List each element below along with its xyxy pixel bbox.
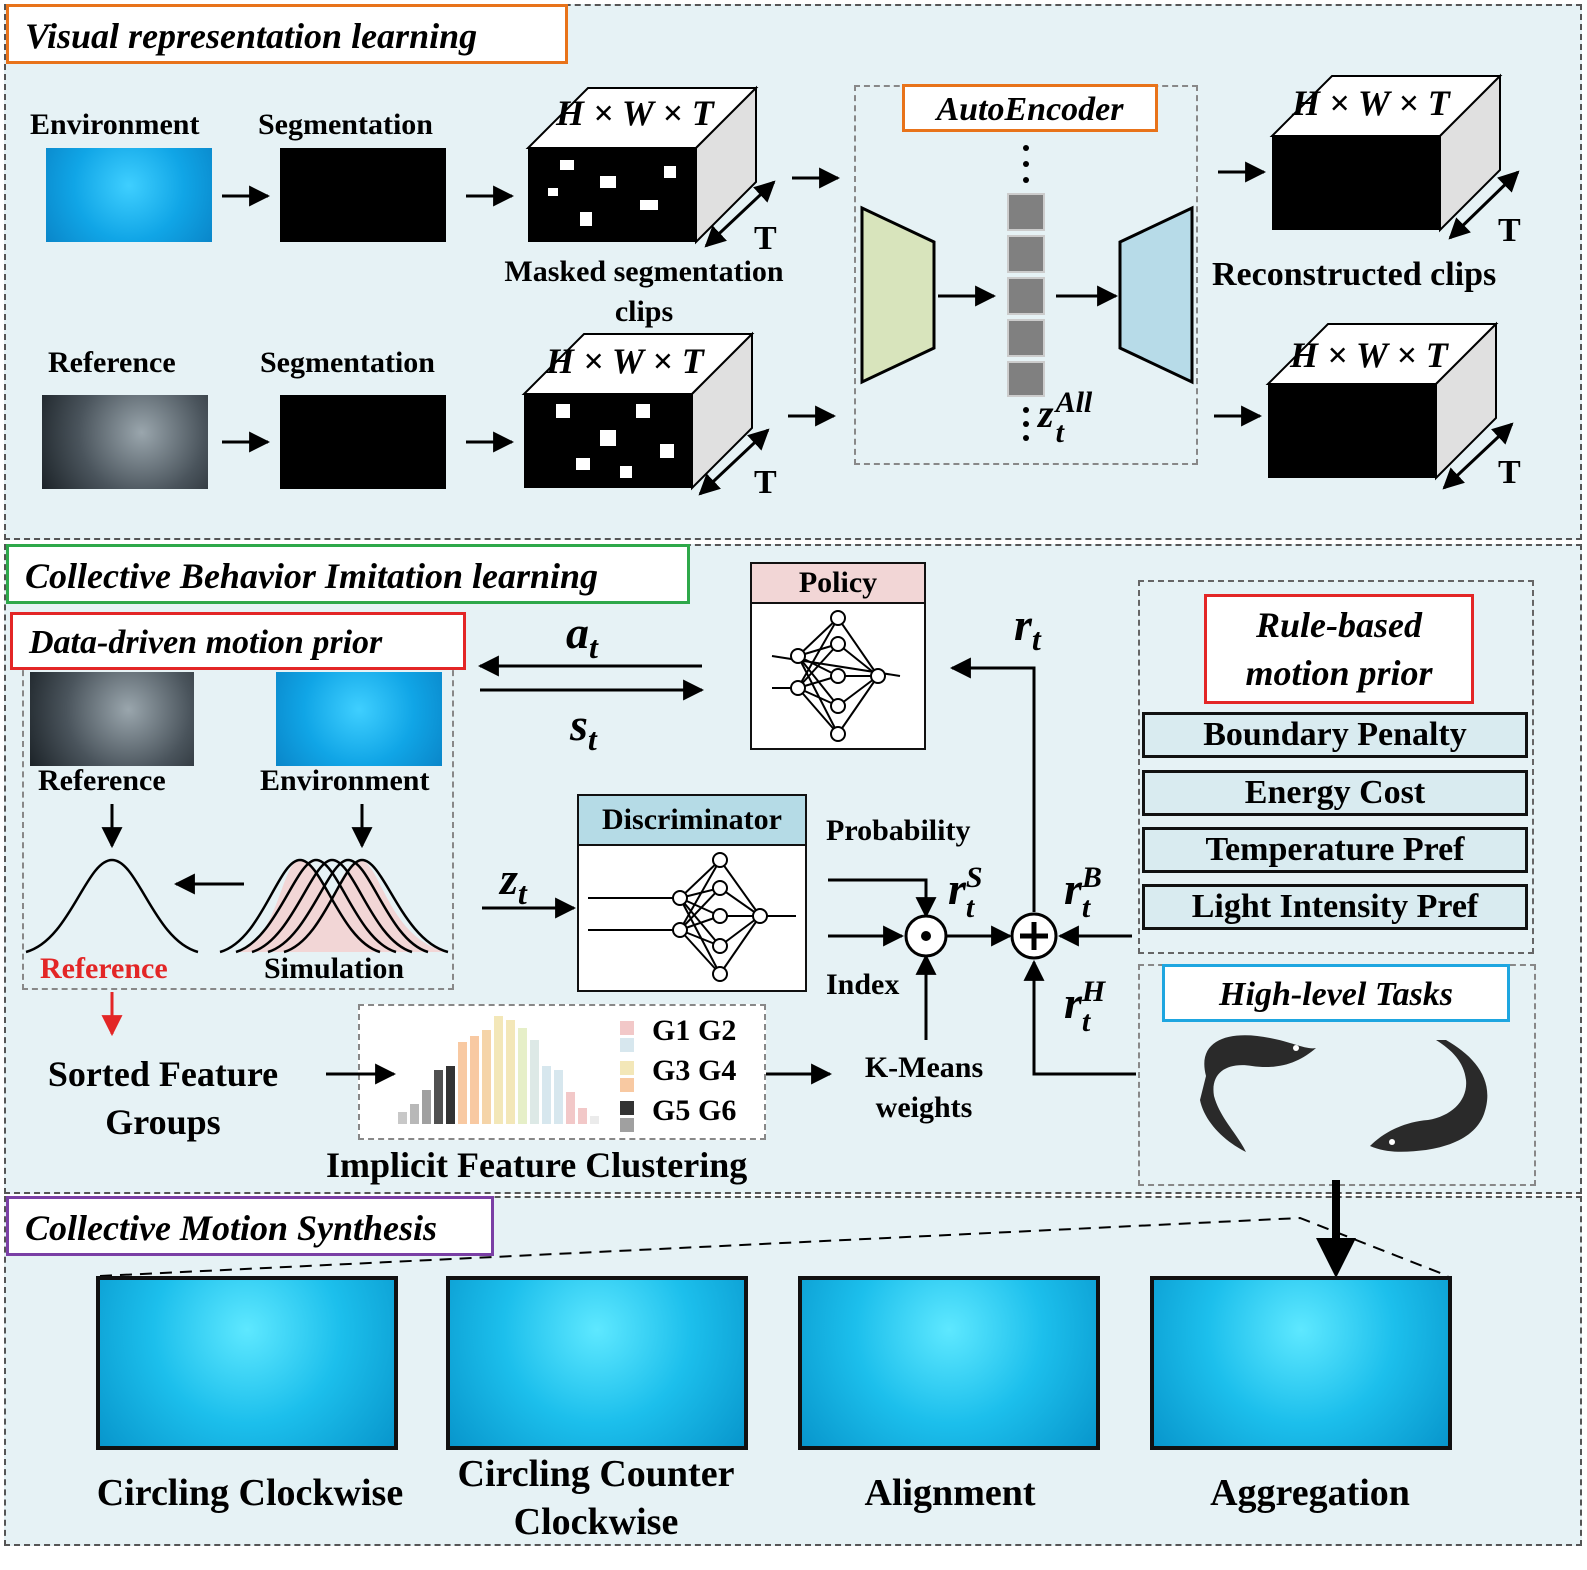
latent-vector: [1007, 145, 1045, 441]
imitation-graphics: [25, 610, 1488, 1152]
cluster-histogram: [398, 1016, 599, 1124]
legend-g3: G3: [652, 1054, 691, 1087]
state-label: st: [570, 699, 597, 758]
fish-icon: [1370, 1040, 1488, 1152]
dims-recon-top: H × W × T: [1292, 83, 1450, 123]
t-label-4: T: [1498, 454, 1521, 491]
imitation-title: Collective Behavior Imitation learning: [6, 544, 690, 604]
dims-masked-bottom: H × W × T: [546, 341, 704, 381]
dims-recon-bottom: H × W × T: [1290, 335, 1448, 375]
reference-label: Reference: [48, 346, 176, 379]
masked-clip-cube-top: [525, 85, 776, 248]
synthesis-label-circling-clockwise: Circling Clockwise: [96, 1472, 404, 1514]
legend-g2: G2: [698, 1014, 737, 1047]
rule-prior-title: Rule-based motion prior: [1204, 594, 1474, 704]
synthesis-label-aggregation: Aggregation: [1210, 1472, 1410, 1514]
index-label: Index: [826, 968, 900, 1001]
action-label: at: [566, 607, 598, 666]
segmentation-label-bottom: Segmentation: [260, 346, 435, 379]
synthesis-label-circling-counter-clockwise: Circling Counter Clockwise: [457, 1453, 735, 1543]
segmentation-label-top: Segmentation: [258, 108, 433, 141]
clustering-label: Implicit Feature Clustering: [326, 1145, 748, 1185]
kmeans-label: K-Means weights: [864, 1051, 984, 1124]
z-label: zt: [500, 853, 527, 912]
synthesis-title: Collective Motion Synthesis: [6, 1196, 494, 1256]
dist-reference-label: Reference: [40, 952, 168, 985]
sorted-groups-label: Sorted Feature Groups: [47, 1054, 279, 1142]
reference-image: [42, 395, 208, 489]
fish-icon: [1200, 1035, 1316, 1152]
rule-boundary-penalty: Boundary Penalty: [1142, 712, 1528, 758]
environment-label: Environment: [30, 108, 200, 141]
distribution-curves: [25, 858, 449, 954]
legend-g1: G1: [652, 1014, 691, 1047]
autoencoder-label: AutoEncoder: [902, 84, 1158, 132]
prior-environment-label: Environment: [260, 764, 430, 797]
visual-learning-graphics: [222, 73, 1520, 496]
discriminator-network: [588, 852, 796, 982]
prior-reference-label: Reference: [38, 764, 166, 797]
discriminator-header: Discriminator: [577, 794, 807, 846]
reconstructed-clip-cube-bottom: [1265, 321, 1514, 490]
masked-clips-label: Masked segmentation clips: [504, 255, 784, 328]
visual-learning-title: Visual representation learning: [6, 4, 568, 64]
policy-network: [771, 610, 901, 742]
rule-temperature-pref: Temperature Pref: [1142, 827, 1528, 873]
synthesis-connector: [99, 1180, 1449, 1278]
environment-image: [46, 148, 212, 242]
high-level-title: High-level Tasks: [1162, 964, 1510, 1022]
synthesis-image-circling-clockwise: [96, 1276, 398, 1450]
synthesis-image-aggregation: [1150, 1276, 1452, 1450]
prior-environment-image: [276, 672, 442, 766]
dims-masked-top: H × W × T: [556, 93, 714, 133]
probability-label: Probability: [826, 814, 971, 847]
decoder-shape: [1118, 205, 1194, 385]
reconstructed-clips-label: Reconstructed clips: [1212, 256, 1497, 293]
legend-g4: G4: [698, 1054, 737, 1087]
masked-clip-cube-bottom: [521, 331, 770, 496]
prior-reference-image: [30, 672, 194, 766]
policy-header: Policy: [750, 562, 926, 604]
encoder-shape: [860, 205, 936, 385]
rule-light-intensity-pref: Light Intensity Pref: [1142, 884, 1528, 930]
dist-simulation-label: Simulation: [264, 952, 405, 985]
t-label-3: T: [1498, 212, 1521, 249]
reward-label: rt: [1014, 599, 1041, 658]
segmentation-image-top: [280, 148, 446, 242]
t-label-1: T: [754, 220, 777, 257]
synthesis-image-circling-counter-clockwise: [446, 1276, 748, 1450]
t-label-2: T: [754, 464, 777, 501]
synthesis-label-alignment: Alignment: [864, 1472, 1036, 1514]
synthesis-image-alignment: [798, 1276, 1100, 1450]
rule-prior-frame: [1138, 580, 1534, 954]
rule-energy-cost: Energy Cost: [1142, 770, 1528, 816]
segmentation-image-bottom: [280, 395, 446, 489]
reconstructed-clip-cube-top: [1269, 73, 1520, 240]
data-prior-title: Data-driven motion prior: [10, 612, 466, 670]
cluster-legend: [620, 1021, 634, 1132]
legend-g5: G5: [652, 1094, 691, 1127]
legend-g6: G6: [698, 1094, 737, 1127]
